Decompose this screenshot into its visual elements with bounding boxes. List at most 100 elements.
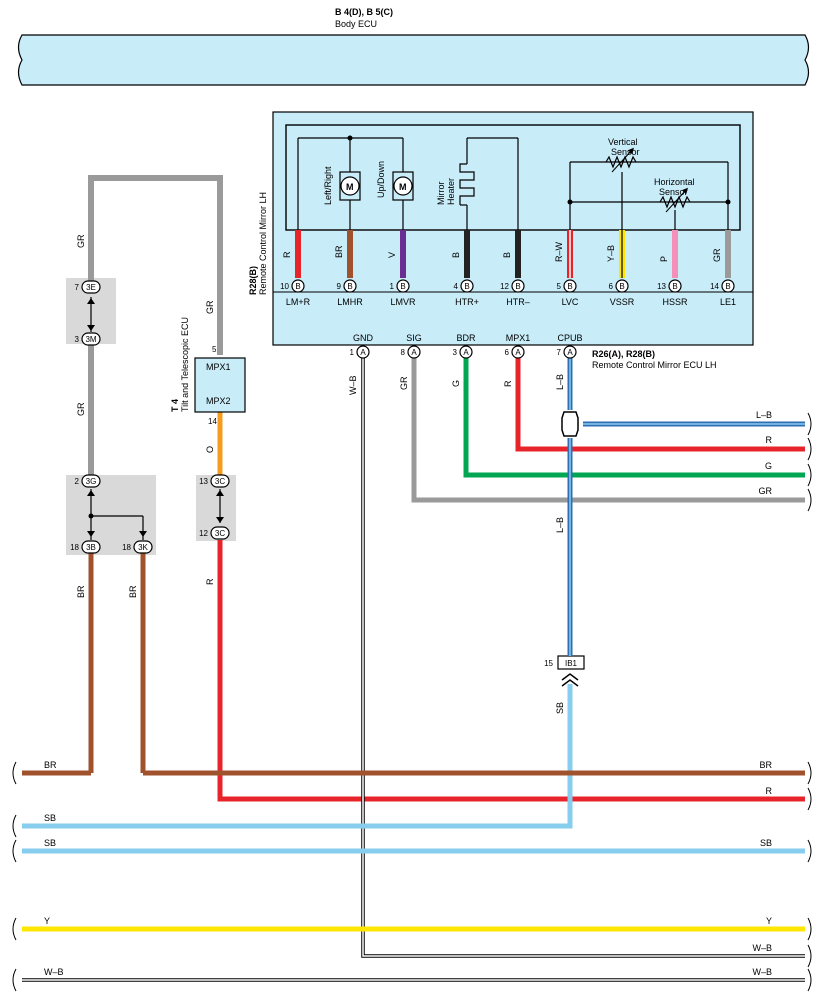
junction-id: 3G: [86, 477, 97, 486]
body-ecu-name: Body ECU: [335, 19, 377, 29]
horizontal-sensor: Horizontal Sensor: [654, 177, 695, 213]
bus-label-left: SB: [44, 838, 56, 848]
tilt-ecu: MPX1 MPX2 5 14 T 4 Tilt and Telescopic E…: [170, 317, 246, 426]
junction-id: 3K: [138, 543, 148, 552]
wire-label: R: [503, 380, 513, 387]
connector-pin: [563, 279, 577, 293]
pin-number: 1: [390, 282, 395, 291]
wire-label: GR: [76, 402, 86, 416]
connector-letter: B: [400, 282, 405, 291]
connector-letter: B: [347, 282, 352, 291]
pin-number: 5: [557, 282, 562, 291]
connector-pin: [668, 279, 682, 293]
ecu-a-wires: [22, 358, 805, 958]
pin-name: HTR+: [455, 297, 479, 307]
wire-label: P: [659, 256, 669, 262]
mirror-lh-name: Remote Control Mirror LH: [258, 192, 268, 295]
mirror-ecu-code: R26(A), R28(B): [592, 349, 655, 359]
pin-name: HTR–: [506, 297, 530, 307]
bottom-buses: [12, 412, 812, 992]
tilt-ecu-name: Tilt and Telescopic ECU: [180, 317, 190, 412]
pin-number: 10: [280, 282, 289, 291]
pin-name: LE1: [720, 297, 736, 307]
exit-label: L–B: [756, 410, 772, 420]
junction-id: 3C: [215, 529, 225, 538]
vertical-sensor-label-1: Vertical: [608, 137, 638, 147]
pin-name: VSSR: [610, 297, 635, 307]
pin-number: 6: [609, 282, 614, 291]
pin-name: GND: [353, 333, 374, 343]
connector-letter: B: [619, 282, 624, 291]
connector-pin: [615, 279, 629, 293]
junction-pin-number: 13: [199, 477, 208, 486]
exit-label: G: [765, 461, 772, 471]
connector-pin: [407, 345, 421, 359]
pin-number: 8: [401, 348, 406, 357]
connector-letter: A: [360, 348, 366, 357]
mirror-lh-code: R28(B): [248, 266, 258, 295]
junction-body: [81, 332, 101, 346]
mirror-ecu-box: R28(B) Remote Control Mirror LH: [248, 111, 754, 370]
bus-label-right: W–B: [752, 967, 772, 977]
junction-id: 3M: [85, 335, 96, 344]
connector-pin: [396, 279, 410, 293]
vertical-sensor: Vertical Sensor: [605, 137, 640, 173]
connector-letter: B: [672, 282, 677, 291]
connector-letter: B: [464, 282, 469, 291]
body-ecu-code: B 4(D), B 5(C): [335, 7, 393, 17]
connector-letter: A: [567, 348, 573, 357]
wire-label: R–W: [554, 241, 564, 262]
junction-pin-number: 18: [70, 543, 79, 552]
wire-label: BR: [334, 245, 344, 258]
junction-3m: 3M3: [75, 332, 101, 346]
connector-letter: B: [567, 282, 572, 291]
junction-pin-number: 12: [199, 529, 208, 538]
exit-label: GR: [759, 486, 773, 496]
connector-pin: [343, 279, 357, 293]
bus-label-right: SB: [760, 838, 772, 848]
pin-number: 4: [454, 282, 459, 291]
tilt-ecu-pin-bottom: MPX2: [206, 396, 231, 406]
connector-letter: B: [515, 282, 520, 291]
tilt-ecu-code: T 4: [170, 399, 180, 412]
pin-number: 12: [500, 282, 509, 291]
motor-up-down: M Up/Down: [376, 161, 414, 201]
bus-label-left: SB: [44, 813, 56, 823]
connector-letter: A: [463, 348, 469, 357]
pin-name: SIG: [406, 333, 422, 343]
wire-label: V: [387, 252, 397, 258]
connector-pin: [460, 279, 474, 293]
connector-pin: [511, 279, 525, 293]
wire-labels: GR GR GR O R BR BR W–B GR G R L–B L–B SB: [76, 234, 565, 714]
connector-letter: B: [725, 282, 730, 291]
wire-label: R: [205, 578, 215, 585]
junction-body: [210, 474, 230, 488]
connector-letter: A: [411, 348, 417, 357]
wire-label: L–B: [555, 517, 565, 533]
connector-pin: [511, 345, 525, 359]
pin-number: 1: [350, 348, 355, 357]
wire-label: GR: [399, 376, 409, 390]
mirror-ecu-name: Remote Control Mirror ECU LH: [592, 360, 717, 370]
wire-label: GR: [205, 300, 215, 314]
wire-label: O: [205, 446, 215, 453]
body-ecu: B 4(D), B 5(C) Body ECU: [17, 7, 810, 86]
junction-pin-number: 15: [544, 659, 553, 668]
mirror-wire-stubs: [295, 230, 731, 278]
connector-pin: [563, 345, 577, 359]
bus-label-right: BR: [759, 760, 772, 770]
motor-left-right: M Left/Right: [323, 166, 361, 205]
pin-name: LMVR: [390, 297, 416, 307]
junction-pin-number: 18: [122, 543, 131, 552]
pin-number: 14: [710, 282, 719, 291]
tilt-ecu-pin-top-no: 5: [212, 345, 217, 354]
wire-label: B: [502, 252, 512, 258]
junction-body: [210, 526, 230, 540]
pin-name: LVC: [562, 297, 579, 307]
pin-name: MPX1: [506, 333, 531, 343]
pin-number: 6: [505, 348, 510, 357]
